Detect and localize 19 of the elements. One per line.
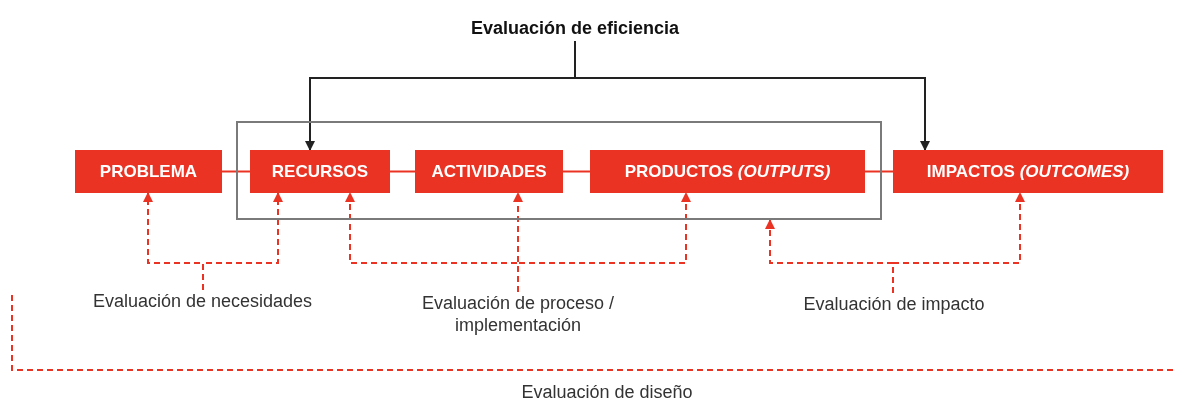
process-box: PRODUCTOS (OUTPUTS)	[590, 150, 865, 193]
dashed-arrow	[892, 192, 1025, 294]
connector-line	[389, 170, 416, 173]
evaluation-label: Evaluación de eficiencia	[430, 17, 720, 41]
group-box	[236, 121, 882, 220]
evaluation-label: Evaluación de diseño	[521, 382, 693, 403]
evaluation-label: Evaluación de impacto	[770, 293, 1018, 317]
process-box: PROBLEMA	[75, 150, 222, 193]
connector-line	[221, 170, 251, 173]
dashed-arrow	[202, 192, 283, 291]
connector-line	[562, 170, 591, 173]
connector-line	[864, 170, 894, 173]
process-box: IMPACTOS (OUTCOMES)	[893, 150, 1163, 193]
process-box: RECURSOS	[250, 150, 390, 193]
dashed-arrow	[517, 192, 691, 293]
evaluation-label: Evaluación de necesidades	[55, 290, 350, 314]
evaluation-label: Evaluación de proceso / implementación	[390, 292, 646, 338]
process-box: ACTIVIDADES	[415, 150, 563, 193]
arrow	[574, 40, 930, 151]
